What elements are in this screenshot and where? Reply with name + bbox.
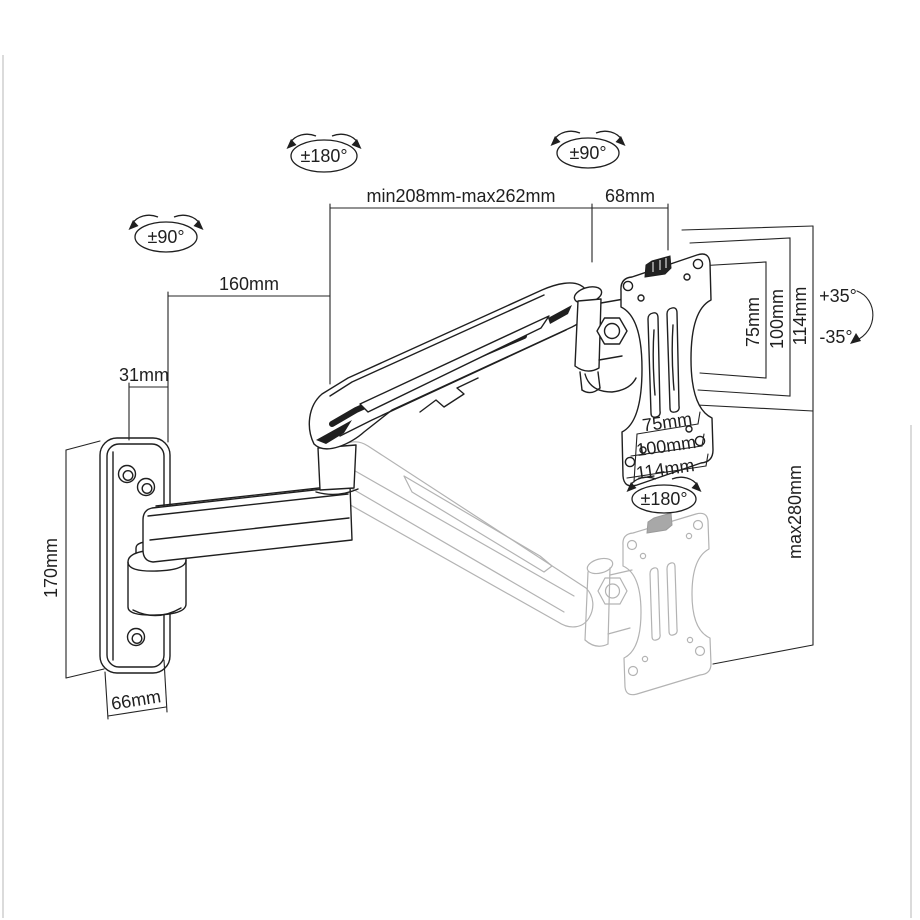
vesa-vertical-dimension-labels: 75mm 100mm 114mm max280mm [743,287,810,559]
rotation-ellipse-icon [290,139,358,173]
label-tilt-down: -35° [819,327,852,347]
label-height-adjustment: max280mm [785,465,805,559]
vesa-slots [647,307,680,418]
label-swivel-arm-rotation: ±180° [300,146,347,166]
dimension-wall-depth: 31mm [119,365,169,441]
label-vesa-v-100: 100mm [767,289,787,349]
rotation-ellipse-icon [556,137,620,169]
dimension-lower-arm: 160mm [167,274,331,443]
label-head-depth: 68mm [605,186,655,206]
rotation-ellipse-icon [134,221,198,253]
label-lower-arm-length: 160mm [219,274,279,294]
vesa-plate [620,253,714,487]
label-wall-plate-depth: 31mm [119,365,169,385]
dimension-plate-height: 170mm [41,440,105,679]
ghost-tilt-head [584,557,633,647]
vesa-holes [622,258,706,468]
label-wall-plate-width: 66mm [110,686,163,714]
rotation-ellipse-icon [631,484,697,514]
label-vesa-rotation-top: ±90° [569,143,606,163]
rotation-symbol-vesa-top: ±90° [549,130,627,169]
vesa-vertical-dimension-brackets [681,225,814,665]
dimension-top: min208mm-max262mm 68mm [329,186,669,385]
label-wall-plate-height: 170mm [41,538,61,598]
tilt-head-joint [573,286,637,394]
vesa-top-knob [644,255,672,278]
gas-spring-arm [308,282,592,450]
label-vesa-v-114: 114mm [790,287,810,346]
label-vesa-rotation-bottom: ±180° [640,489,687,509]
label-wall-rotation: ±90° [147,227,184,247]
rotation-symbol-swivel-arm: ±180° [285,133,363,173]
ghost-vesa-plate [622,512,712,696]
rotation-symbol-wall: ±90° [127,214,205,253]
label-tilt-up: +35° [819,286,857,306]
lower-arm [142,484,353,563]
label-extension-range: min208mm-max262mm [366,186,555,206]
scan-edge-lines [2,55,912,918]
wall-plate-screw-holes [117,464,156,647]
elbow-joint [315,444,359,496]
label-vesa-v-75: 75mm [743,297,763,347]
rotation-symbol-vesa-bottom: ±180° [625,476,703,514]
tilt-annotation: +35° -35° [819,286,874,347]
tilt-arc-arrow-icon [854,290,874,342]
